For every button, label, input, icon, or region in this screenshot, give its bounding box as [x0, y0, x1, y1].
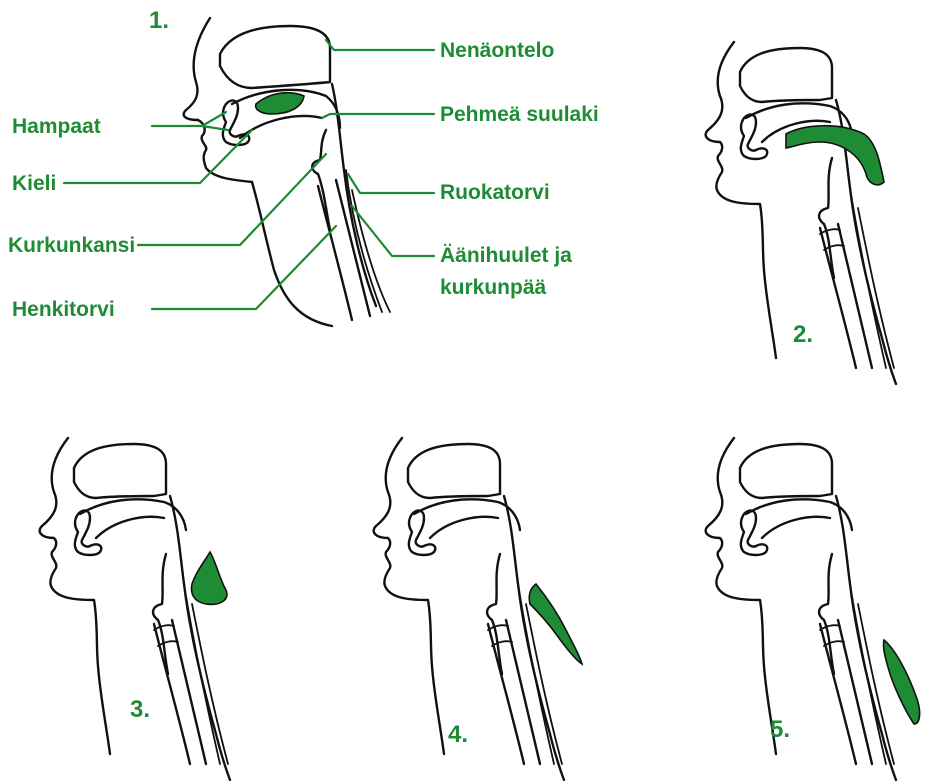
label-trachea: Henkitorvi — [12, 298, 115, 321]
panel-4 — [374, 438, 582, 780]
label-epiglottis: Kurkunkansi — [8, 234, 135, 257]
panel-number: 1. — [149, 7, 169, 34]
panel-3 — [40, 438, 230, 780]
panel-number: 2. — [793, 321, 813, 348]
panel-5 — [706, 438, 920, 780]
food-bolus — [529, 584, 582, 664]
label-tongue: Kieli — [12, 172, 56, 195]
food-bolus — [883, 640, 919, 724]
label-vocal-cords-1: Äänihuulet ja — [440, 244, 572, 267]
panel-number: 4. — [448, 721, 468, 748]
panel-number: 3. — [130, 696, 150, 723]
panel-number: 5. — [770, 716, 790, 743]
food-bolus — [786, 126, 884, 185]
label-vocal-cords-2: kurkunpää — [440, 276, 547, 299]
label-teeth: Hampaat — [12, 115, 101, 138]
label-leaders — [64, 40, 434, 309]
label-nasal-cavity: Nenäontelo — [440, 39, 554, 62]
panel-1 — [184, 18, 390, 326]
food-bolus — [256, 93, 304, 114]
label-soft-palate: Pehmeä suulaki — [440, 103, 599, 126]
food-bolus — [192, 552, 227, 604]
label-esophagus: Ruokatorvi — [440, 181, 550, 204]
